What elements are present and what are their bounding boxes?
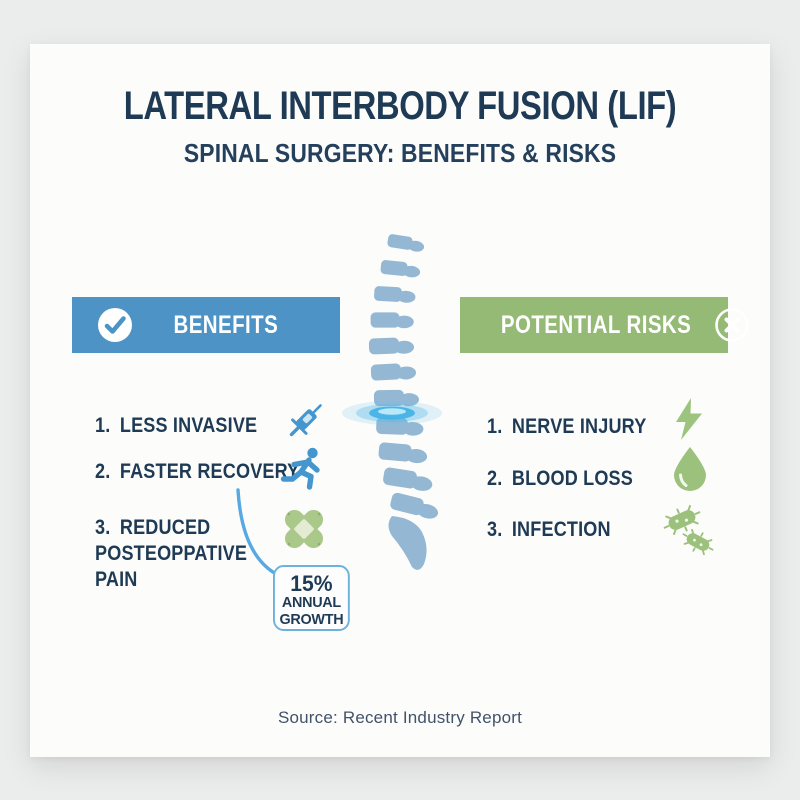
risk-item-2: 2. BLOOD LOSS xyxy=(487,466,633,492)
benefits-header-label: BENEFITS xyxy=(173,310,279,339)
highlighted-disc xyxy=(342,401,442,425)
page-subtitle: SPINAL SURGERY: BENEFITS & RISKS xyxy=(183,138,617,168)
risk-item-1-number: 1. xyxy=(487,415,503,438)
spine-illustration xyxy=(342,234,442,570)
risks-header-banner: POTENTIAL RISKS xyxy=(460,297,749,353)
risk-item-3-label: INFECTION xyxy=(511,518,611,541)
benefit-item-1: 1. LESS INVASIVE xyxy=(95,413,257,439)
growth-label-line1: ANNUAL xyxy=(281,594,341,612)
risk-item-1: 1. NERVE INJURY xyxy=(487,414,646,440)
bacteria-icon xyxy=(663,505,714,556)
risk-item-3-number: 3. xyxy=(487,518,503,541)
lightning-bolt-icon xyxy=(676,398,702,440)
risk-item-3: 3. INFECTION xyxy=(487,517,611,543)
page-title: LATERAL INTERBODY FUSION (LIF) xyxy=(123,84,677,128)
annual-growth-stat-box: 15% ANNUAL GROWTH xyxy=(273,565,350,631)
risk-item-2-number: 2. xyxy=(487,467,503,490)
growth-label-line2: GROWTH xyxy=(279,610,344,628)
runner-icon xyxy=(280,447,320,490)
risk-item-2-label: BLOOD LOSS xyxy=(511,467,633,490)
source-attribution: Source: Recent Industry Report xyxy=(277,708,523,727)
growth-value: 15% xyxy=(290,571,333,596)
infographic-card: LATERAL INTERBODY FUSION (LIF) SPINAL SU… xyxy=(30,44,770,757)
syringe-icon xyxy=(289,404,322,437)
benefit-item-3: 3.REDUCED POSTEOPPATIVE PAIN xyxy=(95,515,271,593)
benefits-header-banner: BENEFITS xyxy=(72,297,340,353)
benefit-item-1-label: LESS INVASIVE xyxy=(119,414,258,437)
benefit-item-1-number: 1. xyxy=(95,414,111,437)
blood-drop-icon xyxy=(674,447,706,491)
risks-header-label: POTENTIAL RISKS xyxy=(500,310,692,339)
benefit-item-2-number: 2. xyxy=(95,460,111,483)
benefit-item-3-number: 3. xyxy=(95,516,111,539)
x-circle-icon xyxy=(715,308,749,342)
benefit-item-2-label: FASTER RECOVERY xyxy=(119,460,300,483)
benefit-item-2: 2. FASTER RECOVERY xyxy=(95,459,299,485)
check-circle-icon xyxy=(98,308,132,342)
benefit-item-3-label: REDUCED POSTEOPPATIVE PAIN xyxy=(95,516,248,592)
crossed-bandage-icon xyxy=(284,509,324,549)
risk-item-1-label: NERVE INJURY xyxy=(511,415,647,438)
